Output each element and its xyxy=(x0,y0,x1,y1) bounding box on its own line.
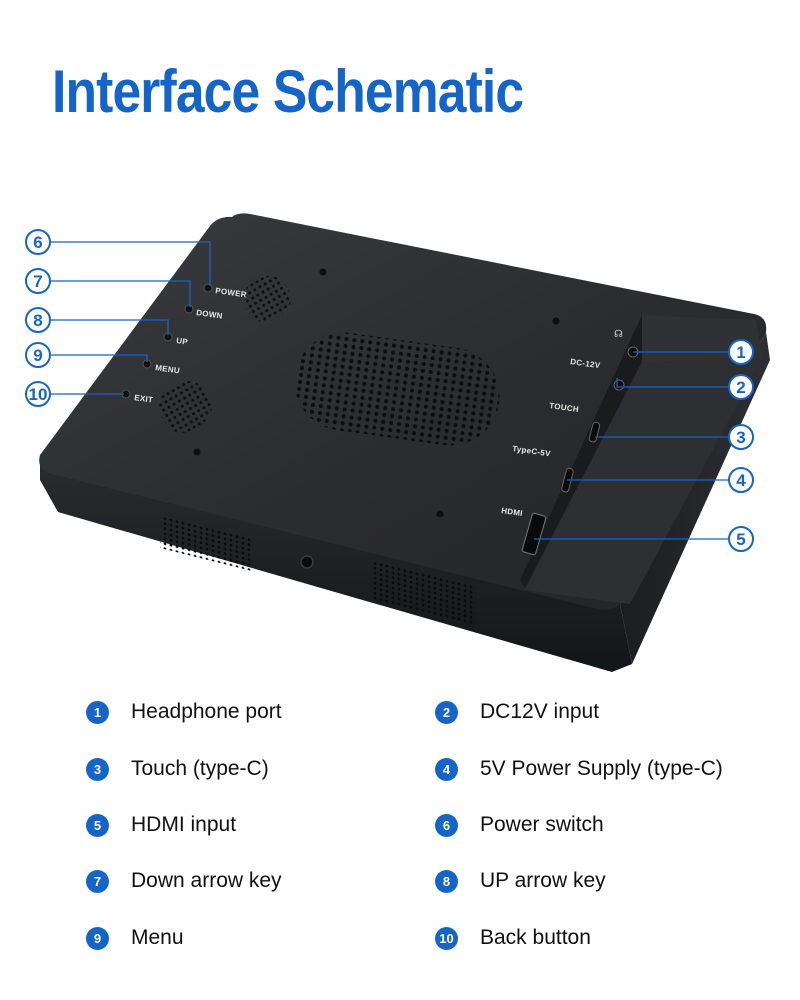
callout-7: 7 xyxy=(25,268,51,294)
dc12v-label: DC-12V xyxy=(570,357,602,370)
callout-markers: 6 7 8 9 10 1 2 3 xyxy=(25,229,754,552)
device-buttons xyxy=(121,283,213,399)
headphone-icon: ☊ xyxy=(614,329,623,340)
touch-port xyxy=(588,421,601,443)
down-label: DOWN xyxy=(196,308,224,321)
monitor-body xyxy=(39,213,770,672)
callout-10: 10 xyxy=(25,381,51,407)
callout-line-9 xyxy=(50,354,148,362)
svg-text:6: 6 xyxy=(33,233,42,252)
svg-text:10: 10 xyxy=(29,385,48,404)
svg-text:5: 5 xyxy=(736,530,745,549)
power-label: POWER xyxy=(215,286,248,299)
svg-text:3: 3 xyxy=(736,428,745,447)
callout-1: 1 xyxy=(728,339,754,365)
menu-label: MENU xyxy=(155,363,181,375)
callout-3: 3 xyxy=(728,424,754,450)
touch-label: TOUCH xyxy=(549,401,580,414)
svg-text:8: 8 xyxy=(33,311,42,330)
down-button xyxy=(184,304,194,314)
hdmi-label: HDMI xyxy=(501,506,524,518)
svg-text:4: 4 xyxy=(736,471,746,490)
svg-text:7: 7 xyxy=(33,272,42,291)
svg-text:1: 1 xyxy=(736,343,745,362)
dc12v-port xyxy=(613,379,625,391)
callout-8: 8 xyxy=(25,307,51,333)
callout-line-7 xyxy=(50,280,191,307)
up-label: UP xyxy=(176,336,189,347)
page-title: Interface Schematic xyxy=(52,58,524,125)
hdmi-port xyxy=(521,512,547,556)
power-button xyxy=(203,283,213,293)
callout-5: 5 xyxy=(728,526,754,552)
callout-6: 6 xyxy=(25,229,51,255)
callout-line-8 xyxy=(50,319,169,335)
callout-2: 2 xyxy=(728,374,754,400)
device-labels: POWER DOWN UP MENU EXIT DC-12V TOUCH Typ… xyxy=(134,286,602,518)
exit-label: EXIT xyxy=(134,393,154,405)
svg-text:9: 9 xyxy=(33,346,42,365)
callout-line-2 xyxy=(616,378,729,388)
callout-lines xyxy=(50,241,729,540)
svg-text:2: 2 xyxy=(736,378,745,397)
callout-line-6 xyxy=(50,241,211,286)
callout-4: 4 xyxy=(728,467,754,493)
callout-9: 9 xyxy=(25,342,51,368)
